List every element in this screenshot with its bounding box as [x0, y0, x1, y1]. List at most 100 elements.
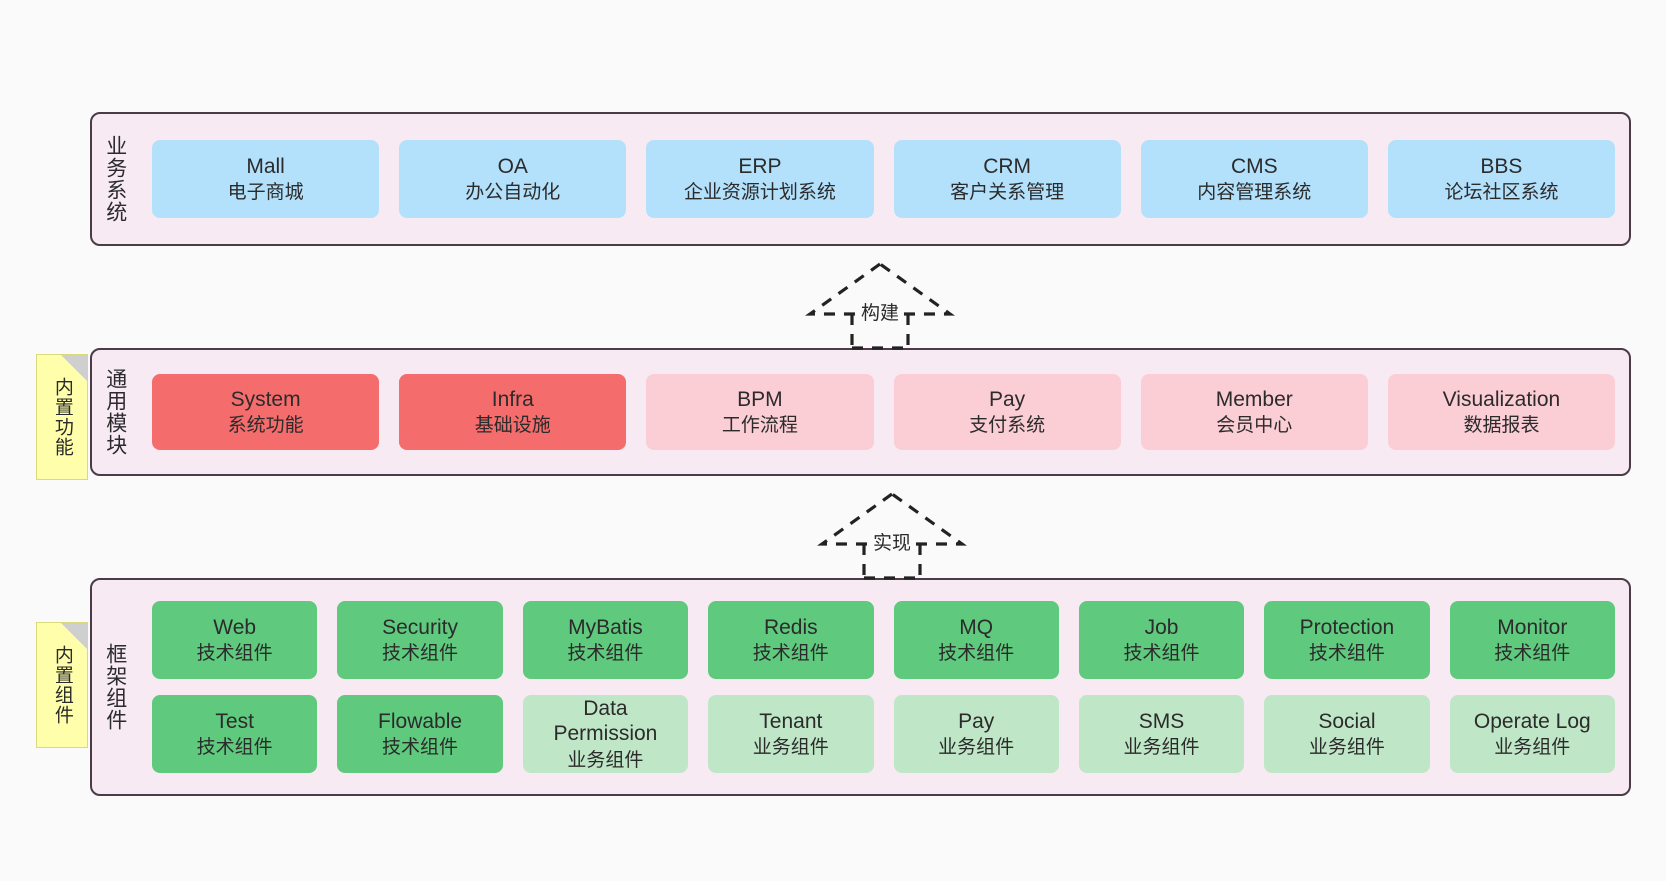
node-subtitle: 客户关系管理 [950, 182, 1065, 204]
node-name: Infra [491, 387, 534, 411]
node-name: Security [382, 615, 458, 639]
node-subtitle: 内容管理系统 [1197, 182, 1312, 204]
node-security[interactable]: Security 技术组件 [337, 601, 503, 679]
node-tenant[interactable]: Tenant 业务组件 [708, 695, 874, 773]
layer-body-framework: Web 技术组件 Security 技术组件 MyBatis 技术组件 Redi… [138, 580, 1629, 794]
node-name: Data Permission [553, 696, 658, 746]
node-member[interactable]: Member 会员中心 [1140, 374, 1368, 450]
node-subtitle: 技术组件 [567, 643, 644, 665]
node-cms[interactable]: CMS 内容管理系统 [1140, 140, 1368, 218]
node-subtitle: 企业资源计划系统 [683, 182, 836, 204]
node-subtitle: 技术组件 [1123, 643, 1200, 665]
layer-title-business: 业务系统 [103, 135, 127, 223]
node-bbs[interactable]: BBS 论坛社区系统 [1387, 140, 1616, 218]
node-name: Mall [246, 154, 285, 178]
node-monitor[interactable]: Monitor 技术组件 [1449, 601, 1615, 679]
node-pay-module[interactable]: Pay 支付系统 [893, 374, 1121, 450]
node-subtitle: 技术组件 [196, 643, 273, 665]
node-subtitle: 业务组件 [1123, 737, 1200, 759]
node-mq[interactable]: MQ 技术组件 [893, 601, 1059, 679]
node-name: BPM [737, 387, 783, 411]
node-data-permission[interactable]: Data Permission 业务组件 [522, 695, 689, 773]
node-pay-component[interactable]: Pay 业务组件 [893, 695, 1059, 773]
connector-implement: 实现 [812, 492, 972, 580]
node-subtitle: 论坛社区系统 [1444, 182, 1559, 204]
node-social[interactable]: Social 业务组件 [1264, 695, 1430, 773]
node-name: Member [1215, 387, 1293, 411]
node-web[interactable]: Web 技术组件 [152, 601, 318, 679]
node-name: MyBatis [568, 615, 643, 639]
node-visualization[interactable]: Visualization 数据报表 [1387, 374, 1616, 450]
layer-business-system: 业务系统 Mall 电子商城 OA 办公自动化 ERP 企业资源计划系统 CRM… [90, 112, 1631, 246]
node-name: SMS [1138, 709, 1185, 733]
connector-label: 构建 [857, 298, 903, 325]
node-name: Visualization [1442, 387, 1561, 411]
node-name: ERP [738, 154, 782, 178]
node-infra[interactable]: Infra 基础设施 [399, 374, 627, 450]
node-subtitle: 系统功能 [227, 415, 304, 437]
node-subtitle: 业务组件 [938, 737, 1015, 759]
node-name: Job [1144, 615, 1179, 639]
connector-label: 实现 [869, 528, 915, 555]
node-erp[interactable]: ERP 企业资源计划系统 [646, 140, 874, 218]
node-test[interactable]: Test 技术组件 [152, 695, 318, 773]
node-row: Mall 电子商城 OA 办公自动化 ERP 企业资源计划系统 CRM 客户关系… [152, 140, 1616, 218]
sticky-note-builtin-component: 内置组件 [36, 622, 88, 748]
node-subtitle: 技术组件 [1308, 643, 1385, 665]
node-name: Web [213, 615, 257, 639]
connector-build: 构建 [800, 262, 960, 350]
node-job[interactable]: Job 技术组件 [1078, 601, 1245, 679]
arrowhead-triangle [817, 492, 967, 546]
node-subtitle: 技术组件 [382, 643, 459, 665]
node-subtitle: 技术组件 [196, 737, 273, 759]
sticky-note-builtin-function: 内置功能 [36, 354, 88, 480]
node-crm[interactable]: CRM 客户关系管理 [893, 140, 1121, 218]
node-sms[interactable]: SMS 业务组件 [1078, 695, 1245, 773]
sticky-note-label: 内置组件 [51, 645, 73, 725]
node-name: Redis [763, 615, 818, 639]
node-subtitle: 会员中心 [1216, 415, 1293, 437]
layer-title-common: 通用模块 [103, 368, 127, 456]
node-subtitle: 电子商城 [227, 182, 304, 204]
node-bpm[interactable]: BPM 工作流程 [646, 374, 874, 450]
node-name: Flowable [378, 709, 463, 733]
node-redis[interactable]: Redis 技术组件 [708, 601, 874, 679]
node-row: Web 技术组件 Security 技术组件 MyBatis 技术组件 Redi… [152, 601, 1615, 679]
node-subtitle: 业务组件 [1308, 737, 1385, 759]
arrow-stem [850, 314, 910, 350]
arrow-stem [862, 544, 922, 580]
node-subtitle: 支付系统 [969, 415, 1046, 437]
node-name: MQ [959, 615, 994, 639]
node-subtitle: 业务组件 [1494, 737, 1571, 759]
node-subtitle: 业务组件 [567, 750, 644, 772]
node-operate-log[interactable]: Operate Log 业务组件 [1449, 695, 1615, 773]
node-subtitle: 技术组件 [752, 643, 829, 665]
node-name: CRM [983, 154, 1032, 178]
node-subtitle: 业务组件 [752, 737, 829, 759]
node-name: OA [497, 154, 528, 178]
node-flowable[interactable]: Flowable 技术组件 [337, 695, 503, 773]
node-subtitle: 数据报表 [1463, 415, 1540, 437]
node-name: Monitor [1497, 615, 1568, 639]
layer-common-module: 通用模块 System 系统功能 Infra 基础设施 BPM 工作流程 Pay… [90, 348, 1631, 476]
node-name: Social [1318, 709, 1376, 733]
node-name: System [230, 387, 301, 411]
node-name: Test [215, 709, 254, 733]
node-subtitle: 工作流程 [721, 415, 798, 437]
node-name: Pay [958, 709, 995, 733]
node-name: CMS [1230, 154, 1278, 178]
node-mybatis[interactable]: MyBatis 技术组件 [522, 601, 689, 679]
node-name: BBS [1480, 154, 1523, 178]
node-mall[interactable]: Mall 电子商城 [152, 140, 380, 218]
node-name: Pay [989, 387, 1026, 411]
node-row: System 系统功能 Infra 基础设施 BPM 工作流程 Pay 支付系统… [152, 374, 1616, 450]
node-protection[interactable]: Protection 技术组件 [1264, 601, 1430, 679]
layer-body-common: System 系统功能 Infra 基础设施 BPM 工作流程 Pay 支付系统… [138, 350, 1629, 474]
arrowhead-triangle [805, 262, 955, 316]
sticky-note-label: 内置功能 [51, 377, 73, 457]
node-subtitle: 基础设施 [474, 415, 551, 437]
node-oa[interactable]: OA 办公自动化 [399, 140, 627, 218]
layer-framework-component: 框架组件 Web 技术组件 Security 技术组件 MyBatis 技术组件… [90, 578, 1631, 796]
node-system[interactable]: System 系统功能 [152, 374, 380, 450]
